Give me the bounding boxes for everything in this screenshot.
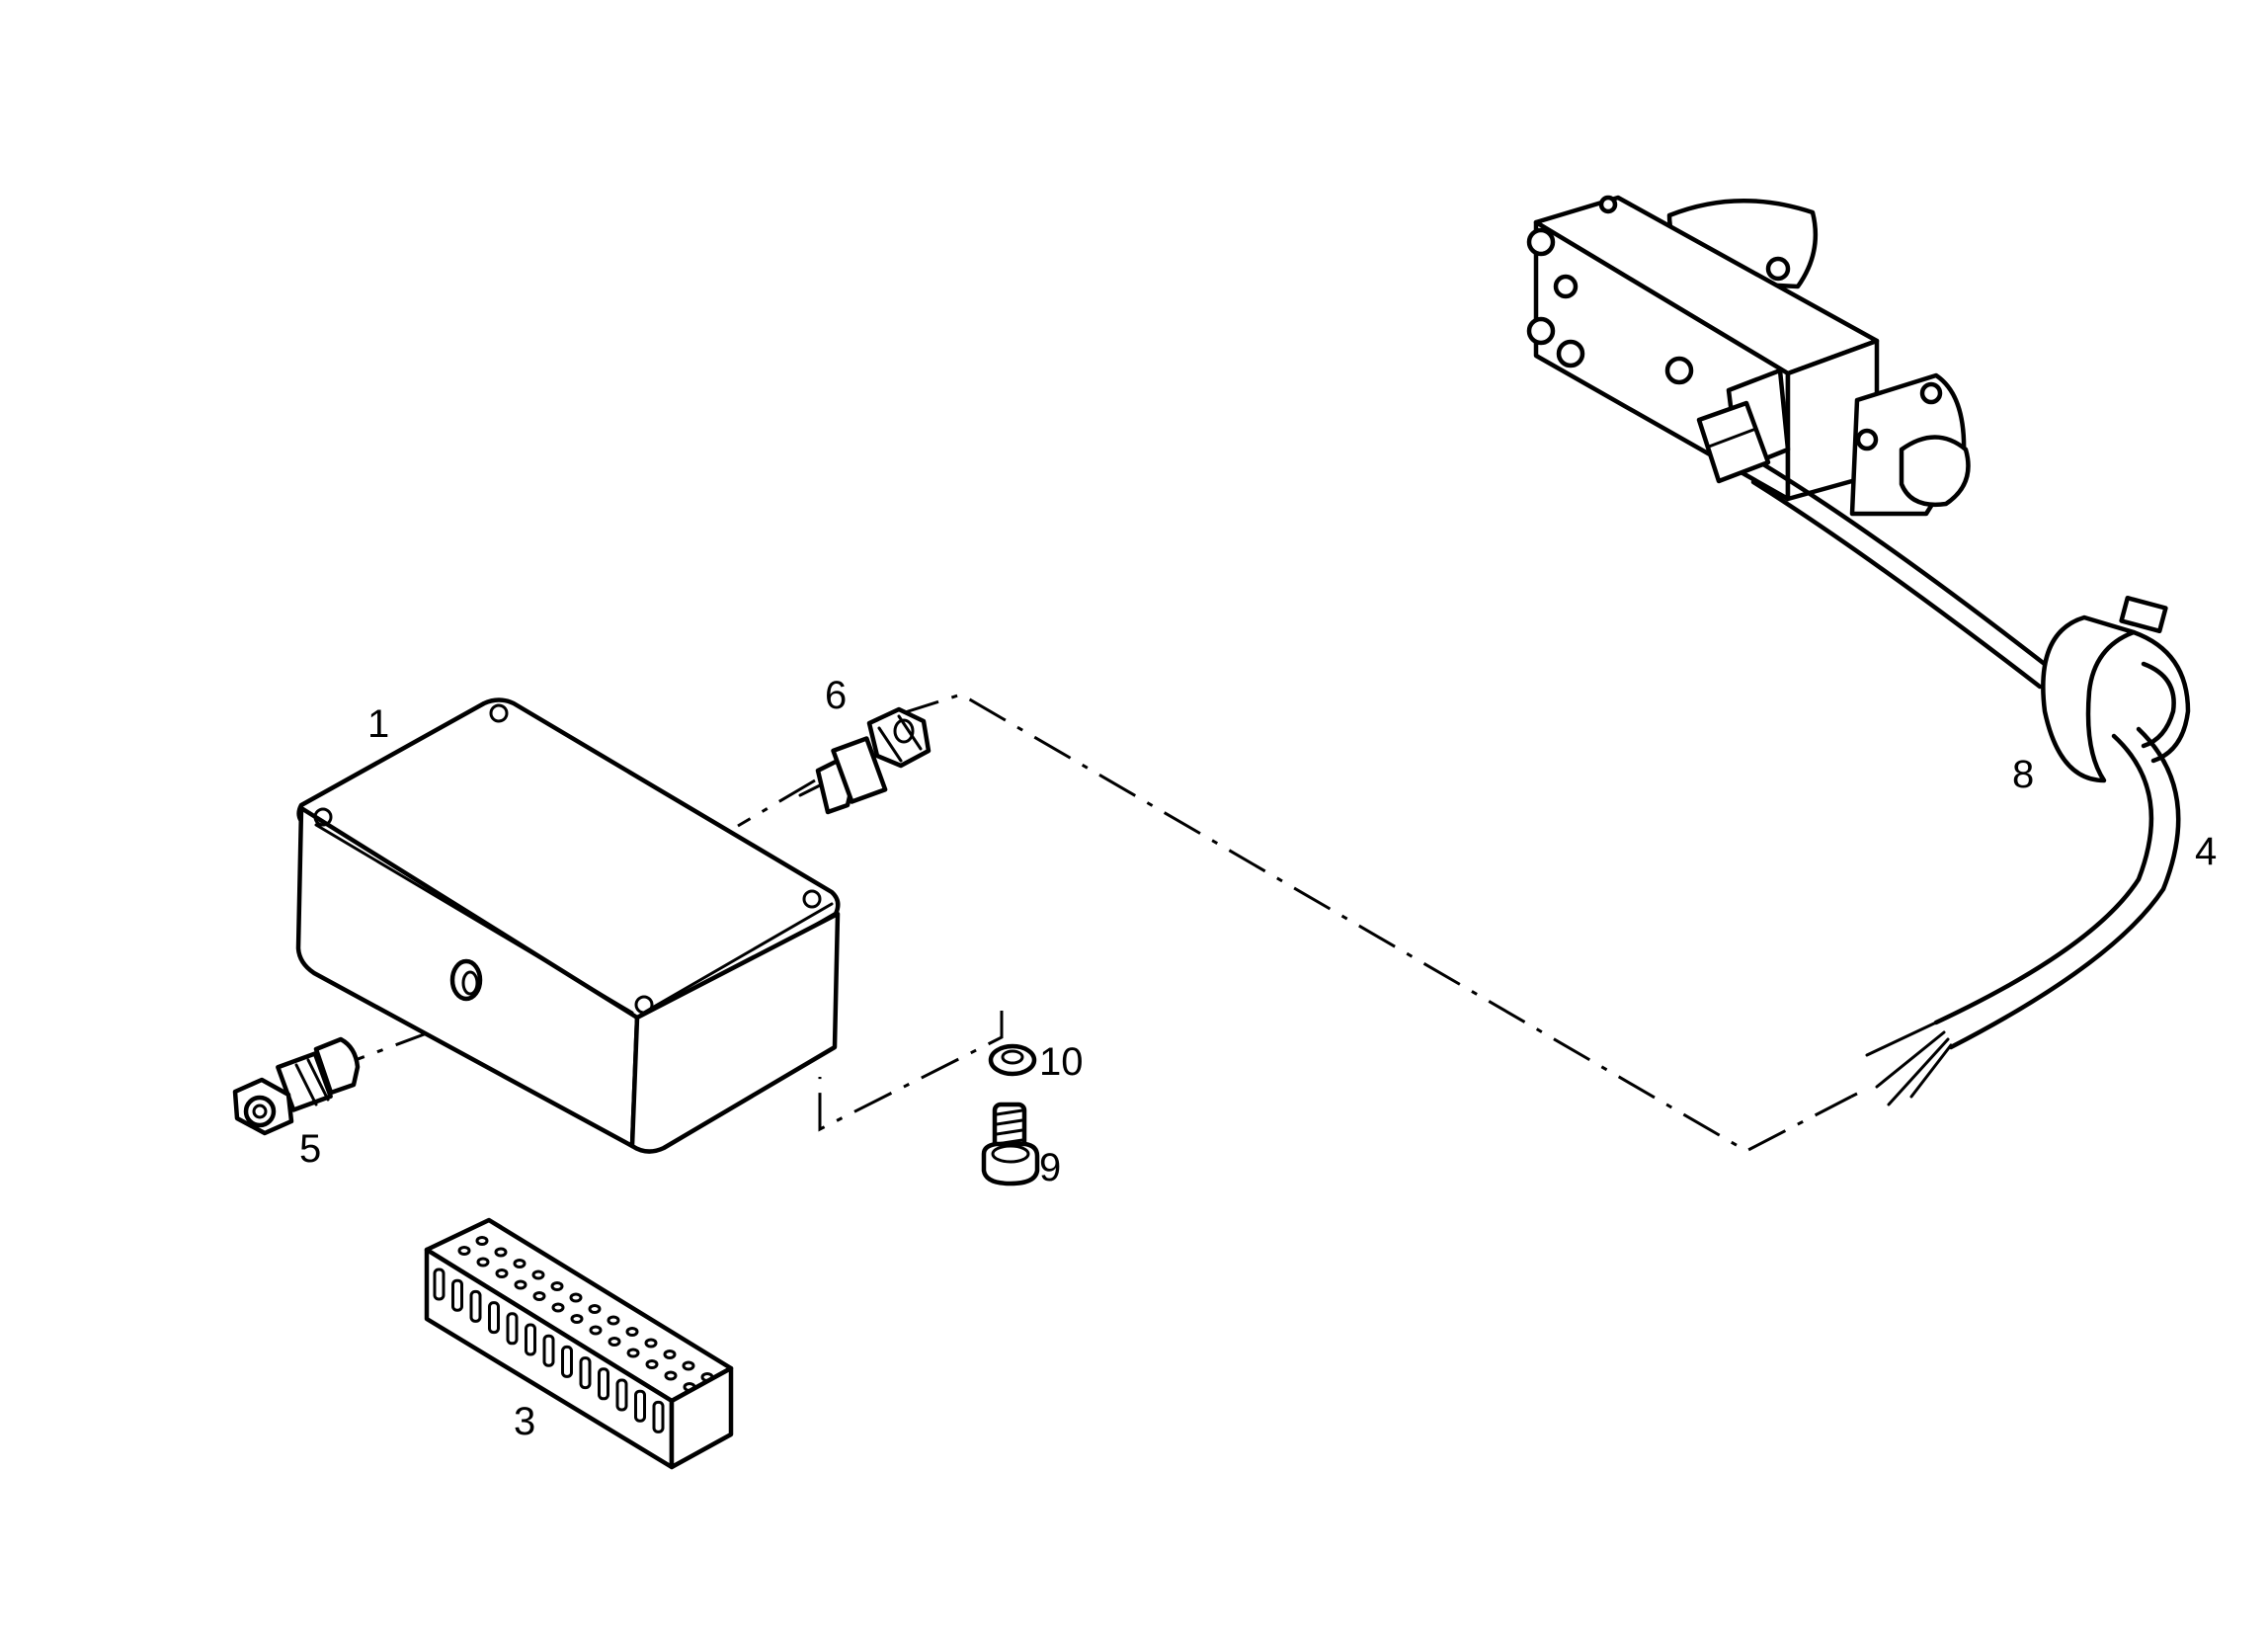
clamp-ring-part-8 (2041, 595, 2191, 783)
terminal-hole (664, 1370, 678, 1381)
screw-part-9 (981, 1102, 1040, 1186)
callout-5: 5 (299, 1127, 321, 1171)
terminal-slot (542, 1334, 555, 1367)
terminal-hole (626, 1348, 640, 1358)
terminal-slot (561, 1345, 573, 1378)
cable-gland-part-5 (232, 1036, 361, 1136)
terminal-hole (494, 1247, 508, 1258)
terminal-slot (451, 1278, 463, 1312)
motor-actuator-assembly (1526, 195, 2058, 690)
terminal-hole (513, 1259, 526, 1268)
terminal-hole (700, 1372, 714, 1382)
control-box-part (295, 697, 841, 1154)
terminal-slot (652, 1400, 665, 1433)
terminal-slot (579, 1356, 592, 1390)
terminal-hole (476, 1257, 490, 1268)
terminal-hole (588, 1304, 602, 1314)
terminal-hole (645, 1359, 659, 1369)
terminal-slot (506, 1312, 519, 1346)
callout-6: 6 (825, 674, 847, 717)
terminal-hole (608, 1337, 621, 1347)
terminal-hole (531, 1269, 545, 1280)
terminal-hole (683, 1382, 696, 1392)
callout-4: 4 (2195, 830, 2217, 873)
callout-9: 9 (1039, 1146, 1061, 1189)
terminal-hole (589, 1325, 603, 1336)
terminal-slot (525, 1323, 536, 1356)
terminal-hole (644, 1338, 658, 1349)
terminal-hole (457, 1246, 471, 1256)
terminal-hole (495, 1268, 509, 1278)
terminal-hole (550, 1281, 564, 1291)
terminal-hole (514, 1279, 527, 1290)
terminal-slot (634, 1389, 646, 1423)
terminal-hole (475, 1236, 489, 1246)
callout-1: 1 (367, 702, 389, 746)
terminal-hole (569, 1292, 583, 1303)
terminal-hole (682, 1360, 695, 1371)
terminal-strip-part-3 (424, 1217, 734, 1470)
terminal-slot (488, 1301, 500, 1335)
callout-3: 3 (514, 1400, 535, 1443)
callout-8: 8 (2012, 753, 2034, 796)
terminal-hole (607, 1315, 620, 1326)
terminal-slot (433, 1268, 446, 1301)
terminal-slot (615, 1378, 628, 1412)
terminal-hole (532, 1291, 546, 1301)
cable-gland-part-6 (798, 706, 932, 815)
washer-part-10 (988, 1043, 1037, 1077)
assembly-leader-lines (352, 693, 1858, 1153)
terminal-hole (625, 1327, 639, 1337)
cable-part-4 (1865, 726, 2181, 1106)
terminal-hole (663, 1350, 677, 1359)
terminal-slot (598, 1367, 609, 1401)
callout-10: 10 (1039, 1040, 1084, 1084)
terminal-slot (469, 1289, 482, 1323)
terminal-hole (570, 1314, 584, 1324)
callout-labels: 1 3 4 5 6 8 9 10 (299, 674, 2217, 1443)
terminal-hole (551, 1302, 565, 1313)
